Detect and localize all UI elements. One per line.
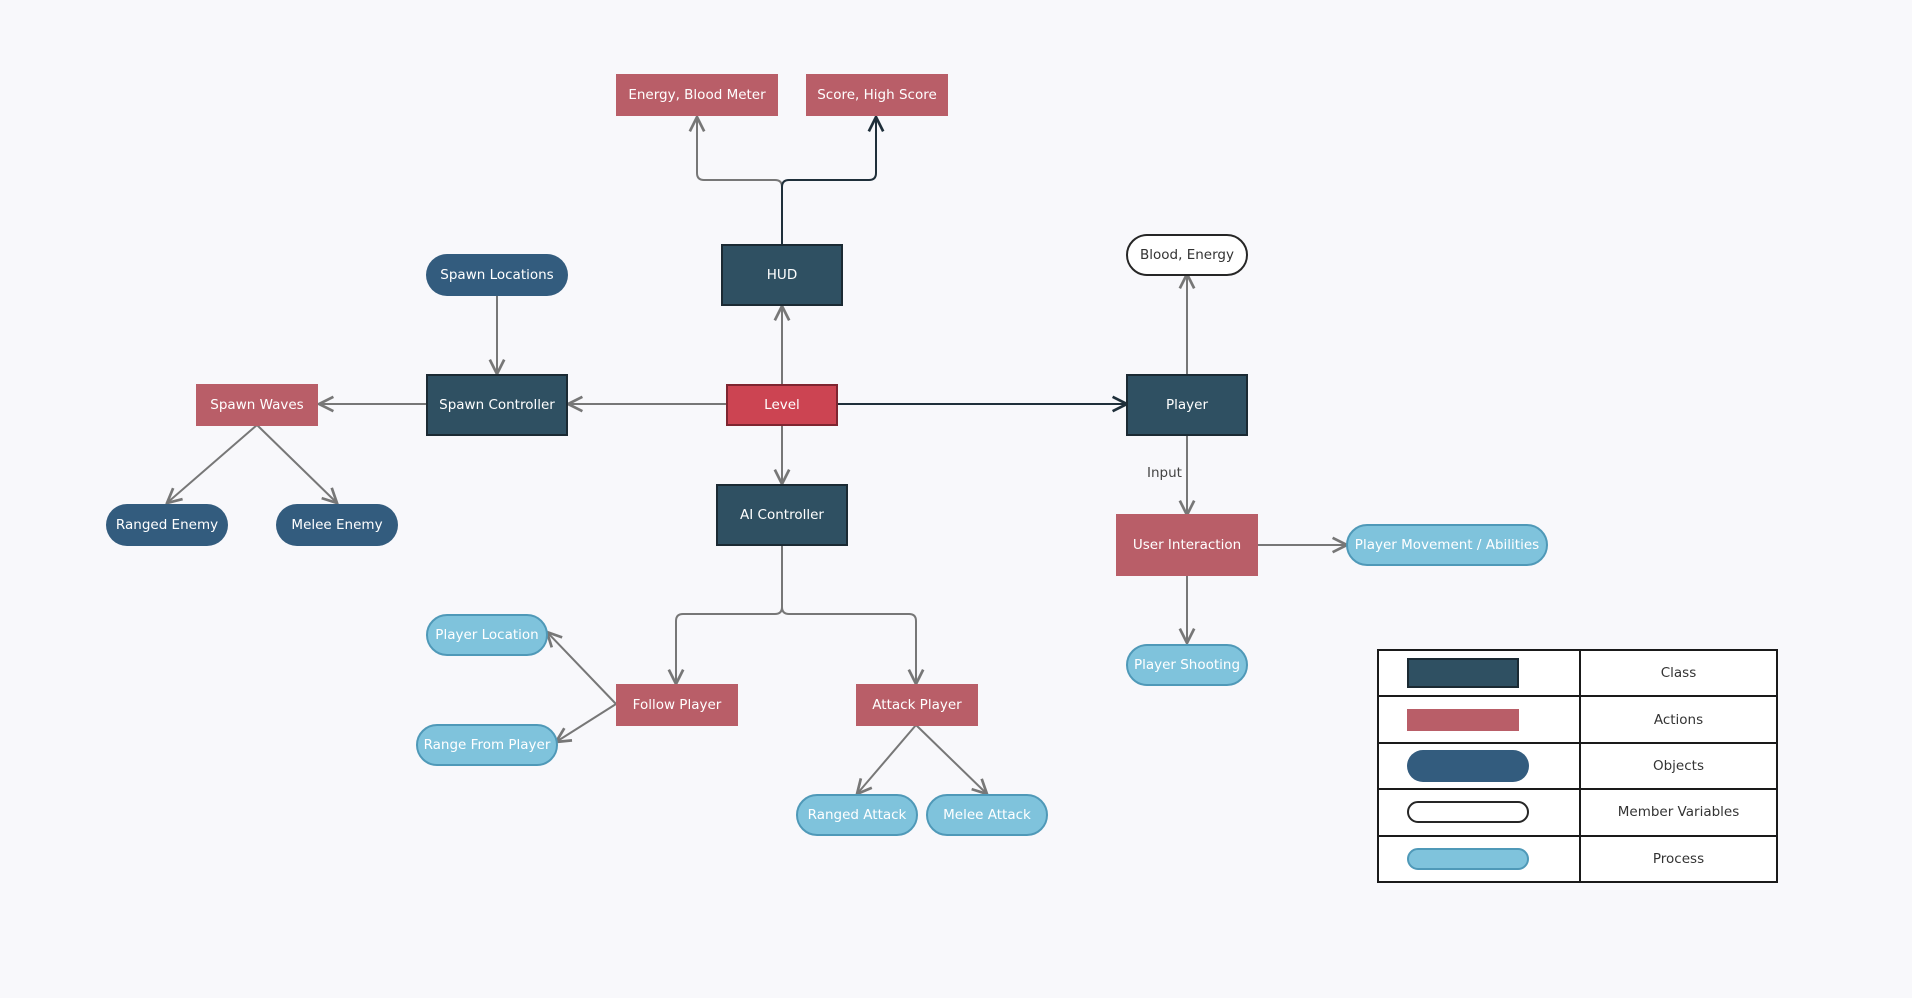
legend-row-process: Process [1377, 834, 1778, 884]
player-location-process: Player Location [426, 614, 548, 656]
objects-swatch [1407, 749, 1529, 782]
edge-follow-player-location [547, 632, 617, 705]
legend-row-objects: Objects [1377, 741, 1778, 791]
edge-ai-attack [781, 545, 916, 684]
legend-table: Class Actions Objects Member Variables P… [1377, 648, 1778, 884]
hud-class: HUD [721, 244, 843, 306]
edge-attack-melee [915, 724, 987, 794]
player-shooting-process: Player Shooting [1126, 644, 1248, 686]
ranged-attack-process: Ranged Attack [796, 794, 918, 836]
ranged-enemy-object: Ranged Enemy [106, 504, 228, 546]
score-high-score-action: Score, High Score [806, 74, 948, 116]
legend-label-objects: Objects [1579, 741, 1778, 791]
legend-row-member-variables: Member Variables [1377, 788, 1778, 837]
member-variables-swatch [1407, 801, 1529, 824]
level-node: Level [726, 384, 838, 426]
ai-controller-class: AI Controller [716, 484, 848, 546]
input-edge-label: Input [1144, 465, 1185, 481]
edge-ai-follow [676, 545, 783, 684]
edge-hud-energy [697, 117, 783, 245]
legend-label-class: Class [1579, 648, 1778, 698]
player-movement-abilities-process: Player Movement / Abilities [1346, 524, 1548, 566]
follow-player-action: Follow Player [616, 684, 738, 726]
player-class: Player [1126, 374, 1248, 436]
actions-swatch [1407, 708, 1519, 731]
legend-row-actions: Actions [1377, 695, 1778, 744]
spawn-locations-object: Spawn Locations [426, 254, 568, 296]
edge-attack-ranged [857, 724, 917, 794]
spawn-controller-class: Spawn Controller [426, 374, 568, 436]
edge-waves-melee-enemy [256, 424, 337, 503]
edge-hud-score [781, 117, 876, 245]
blood-energy-member-variable: Blood, Energy [1126, 234, 1248, 276]
legend-label-process: Process [1579, 834, 1778, 884]
energy-blood-meter-action: Energy, Blood Meter [616, 74, 778, 116]
spawn-waves-action: Spawn Waves [196, 384, 318, 426]
class-swatch [1407, 658, 1519, 689]
range-from-player-process: Range From Player [416, 724, 558, 766]
legend-label-member-variables: Member Variables [1579, 788, 1778, 837]
legend-label-actions: Actions [1579, 695, 1778, 744]
melee-enemy-object: Melee Enemy [276, 504, 398, 546]
edge-waves-ranged-enemy [167, 424, 258, 503]
melee-attack-process: Melee Attack [926, 794, 1048, 836]
attack-player-action: Attack Player [856, 684, 978, 726]
legend-row-class: Class [1377, 648, 1778, 698]
user-interaction-action: User Interaction [1116, 514, 1258, 576]
process-swatch [1407, 847, 1529, 870]
edge-follow-range [556, 703, 617, 742]
